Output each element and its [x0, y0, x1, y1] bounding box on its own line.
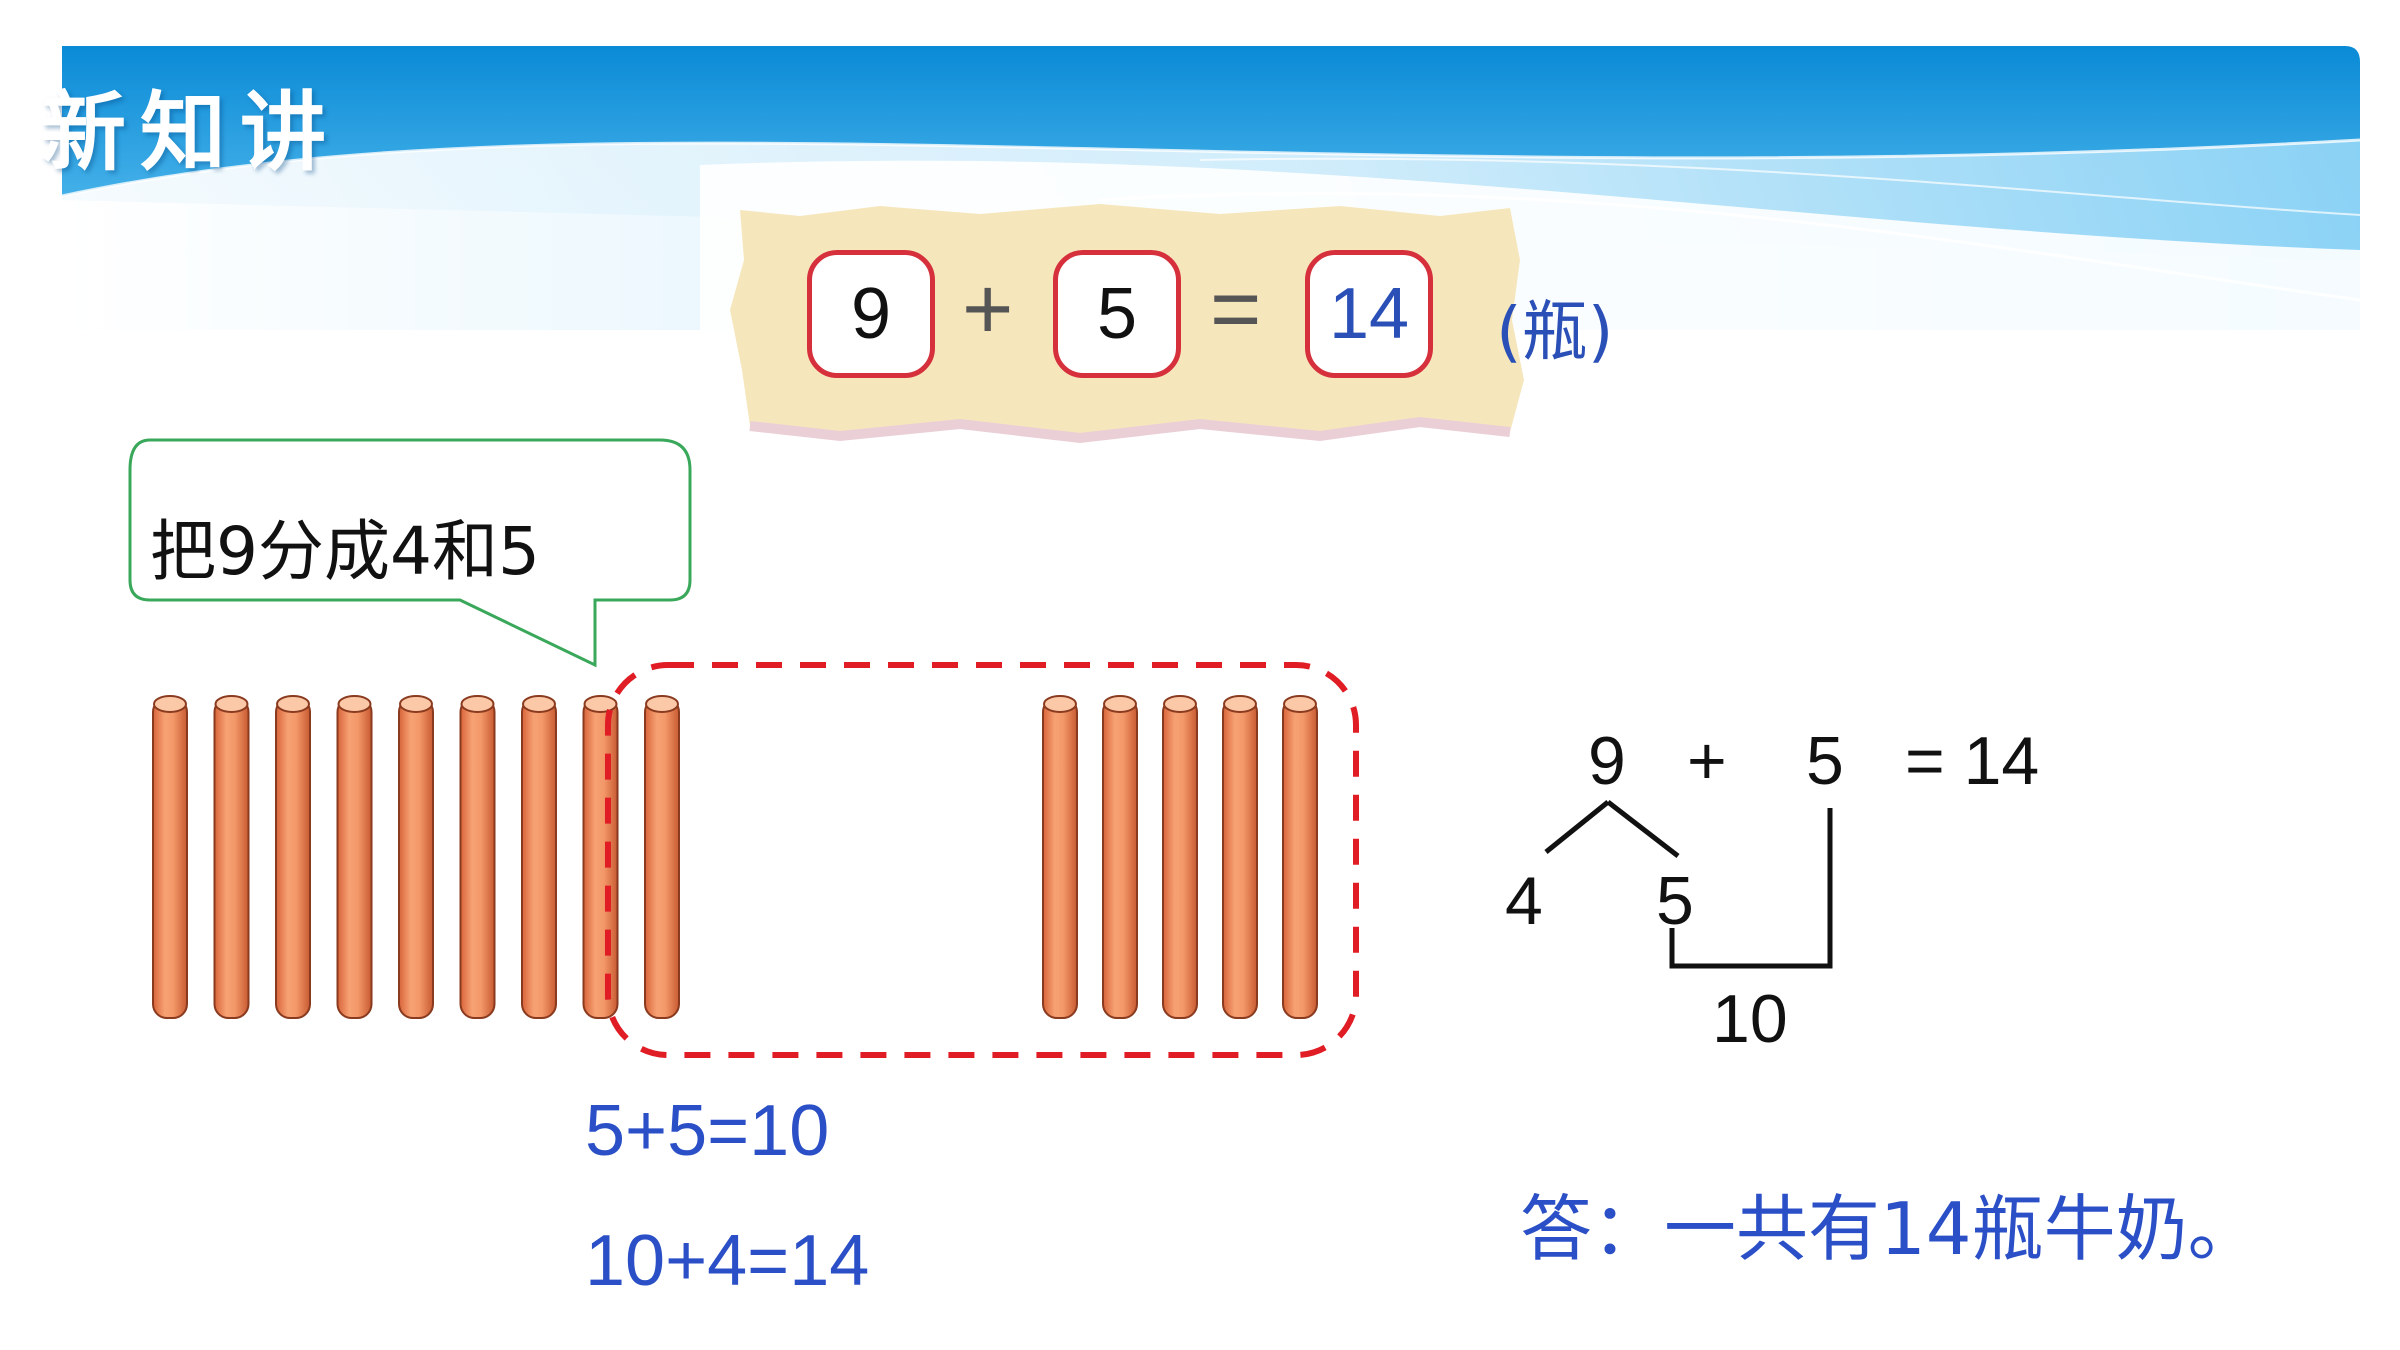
tree-addend2: 5	[1806, 723, 1844, 799]
speech-bubble	[128, 438, 692, 668]
sum-value: 14	[1328, 274, 1410, 354]
addend1-value: 9	[850, 274, 892, 354]
answer-text: 答：一共有14瓶牛奶。	[1520, 1187, 2260, 1271]
step-equation-1: 5+5=10	[585, 1091, 830, 1171]
equals-sign: =	[1210, 259, 1262, 358]
counting-stick	[1222, 695, 1258, 1019]
addend2-value: 5	[1096, 274, 1138, 354]
sum-box: 14	[1305, 250, 1433, 378]
tree-result: = 14	[1905, 723, 2040, 799]
counting-stick	[152, 695, 188, 1019]
counting-stick	[1162, 695, 1198, 1019]
step-equation-2: 10+4=14	[585, 1221, 870, 1301]
counting-stick	[1102, 695, 1138, 1019]
counting-stick	[644, 695, 680, 1019]
counting-stick	[1282, 695, 1318, 1019]
counting-stick	[213, 695, 250, 1019]
tree-plus: +	[1687, 723, 1727, 799]
counting-stick	[275, 695, 311, 1019]
addend1-box: 9	[807, 250, 935, 378]
counting-stick	[336, 695, 373, 1019]
highlight-dashed-box	[605, 662, 1359, 1058]
unit-label: (瓶)	[1496, 293, 1614, 370]
counting-stick	[1042, 695, 1078, 1019]
tree-part-a: 4	[1505, 863, 1543, 939]
counting-stick	[459, 695, 496, 1019]
speech-bubble-text: 把9分成4和5	[150, 513, 540, 590]
tree-addend1: 9	[1588, 723, 1626, 799]
header-title: 新知讲	[40, 82, 340, 183]
counting-stick	[521, 695, 557, 1019]
plus-sign: +	[962, 259, 1014, 358]
addend2-box: 5	[1053, 250, 1181, 378]
tree-ten: 10	[1712, 981, 1788, 1057]
counting-stick	[398, 695, 434, 1019]
tree-part-b: 5	[1656, 863, 1694, 939]
